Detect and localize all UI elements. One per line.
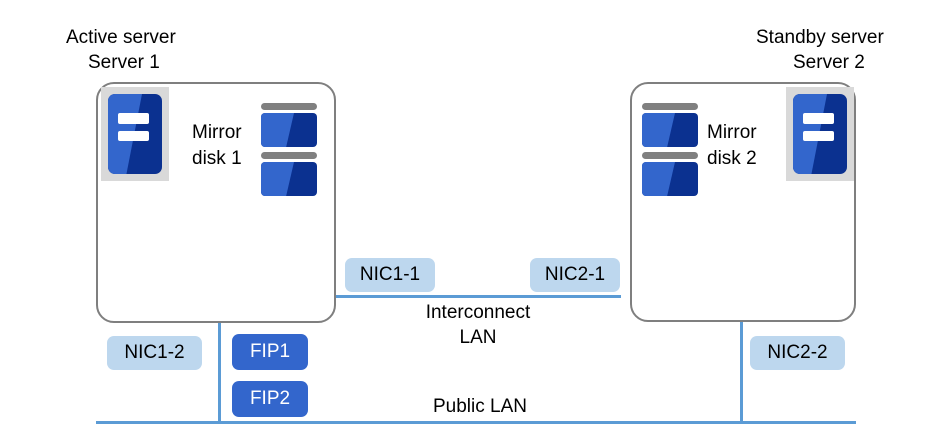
active-server-name-label: Server 1 <box>88 52 160 73</box>
standby-server-public-lan-drop <box>740 322 743 423</box>
interconnect-lan-label-line2: LAN <box>459 327 497 348</box>
public-lan-label: Public LAN <box>433 396 527 417</box>
fip-badge-fip2[interactable]: FIP2 <box>232 381 308 417</box>
nic-pill-nic1-1[interactable]: NIC1-1 <box>345 258 435 292</box>
mirror-disk-1-label-line1: Mirror <box>192 122 242 143</box>
mirror-disk-2-label-line1: Mirror <box>707 122 757 143</box>
fip-badge-fip1[interactable]: FIP1 <box>232 334 308 370</box>
public-lan-line <box>96 421 856 424</box>
interconnect-lan-label-line1: Interconnect <box>425 302 531 323</box>
active-server-role-label: Active server <box>66 27 176 48</box>
nic-pill-nic2-1[interactable]: NIC2-1 <box>530 258 620 292</box>
interconnect-lan-line <box>336 295 621 298</box>
mirror-disk-2-icon <box>642 103 698 196</box>
nic-pill-nic1-2[interactable]: NIC1-2 <box>107 336 202 370</box>
nic-pill-nic2-2[interactable]: NIC2-2 <box>750 336 845 370</box>
standby-server-role-label: Standby server <box>756 27 884 48</box>
active-server-public-lan-drop <box>218 323 221 423</box>
mirror-disk-2-label-line2: disk 2 <box>707 148 757 169</box>
server-tower-icon <box>786 87 854 181</box>
server-tower-icon <box>101 87 169 181</box>
mirror-disk-1-label-line2: disk 1 <box>192 148 242 169</box>
mirror-disk-1-icon <box>261 103 317 196</box>
standby-server-name-label: Server 2 <box>793 52 865 73</box>
